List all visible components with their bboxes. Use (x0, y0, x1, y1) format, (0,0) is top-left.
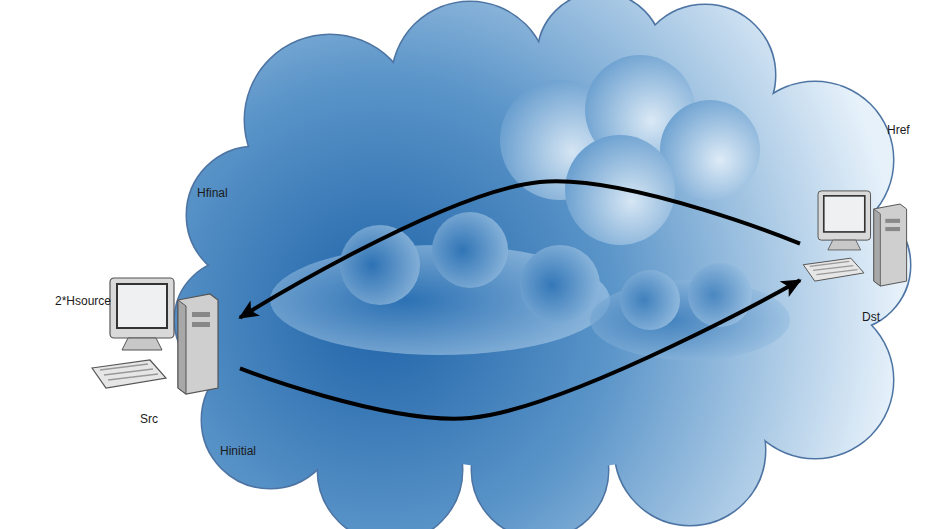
inner-cloud-top (500, 55, 760, 245)
monitor-stand (828, 240, 861, 250)
hop-label: 2*Hsource (55, 294, 111, 308)
monitor-screen (824, 196, 865, 232)
keyboard-keys (100, 364, 158, 380)
computer-label: Src (140, 412, 158, 426)
drive-bay (885, 227, 900, 231)
keyboard-keys (810, 261, 858, 274)
inner-cloud-middle (270, 212, 610, 355)
inner-cloud-right (590, 263, 790, 360)
hop-label: Hfinal (197, 186, 228, 200)
hop-label: Hinitial (220, 444, 256, 458)
drive-bay (192, 322, 210, 327)
monitor-case (818, 191, 870, 240)
keyboard (803, 258, 864, 281)
tower-side (178, 300, 186, 394)
monitor-stand (122, 338, 162, 350)
hop-label: Href (887, 123, 910, 137)
keyboard (92, 360, 166, 388)
computer-illustration (803, 191, 906, 286)
monitor-screen (117, 284, 167, 328)
drive-bay (885, 219, 900, 223)
tower-side (874, 209, 881, 286)
monitor-case (110, 278, 174, 338)
computer-icon (800, 186, 912, 328)
computer-node: Dst (800, 186, 912, 328)
drive-bay (192, 312, 210, 317)
flow-arrow (240, 280, 800, 418)
flow-arrow (240, 181, 800, 317)
computer-label: Dst (862, 310, 880, 324)
tower-case (178, 294, 218, 394)
tower-case (874, 204, 907, 286)
cloud-outline (175, 0, 910, 529)
cloud-body (175, 0, 910, 529)
